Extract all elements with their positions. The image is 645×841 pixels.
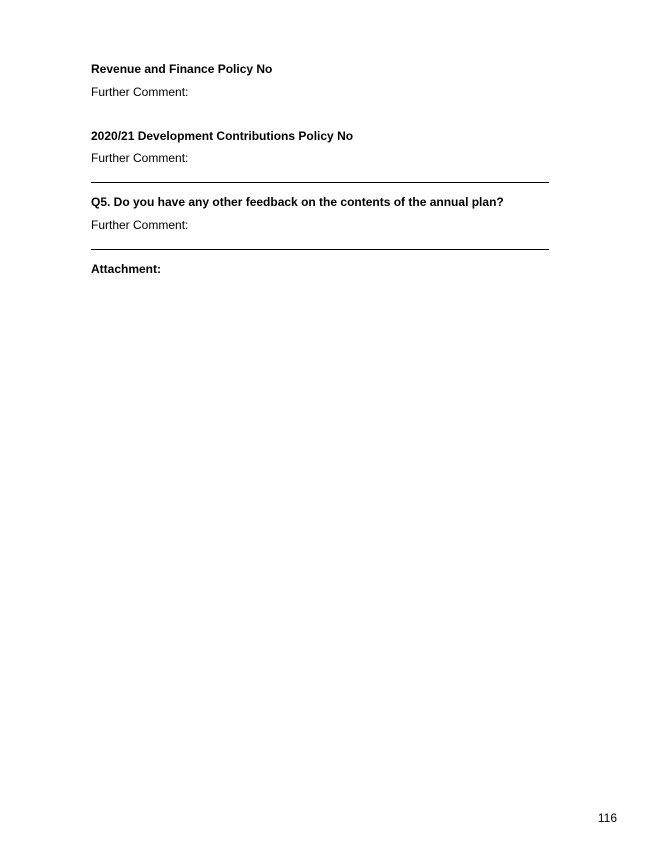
section-heading-q5-feedback: Q5. Do you have any other feedback on th…: [91, 195, 504, 209]
further-comment-label: Further Comment:: [91, 218, 189, 232]
divider-line: [91, 182, 549, 183]
divider-line: [91, 249, 549, 250]
further-comment-label: Further Comment:: [91, 151, 189, 165]
section-heading-development-contributions-policy: 2020/21 Development Contributions Policy…: [91, 129, 354, 143]
attachment-label: Attachment:: [91, 262, 162, 276]
section-heading-revenue-finance-policy: Revenue and Finance Policy No: [91, 62, 273, 76]
page-number: 116: [597, 811, 617, 825]
further-comment-label: Further Comment:: [91, 85, 189, 99]
